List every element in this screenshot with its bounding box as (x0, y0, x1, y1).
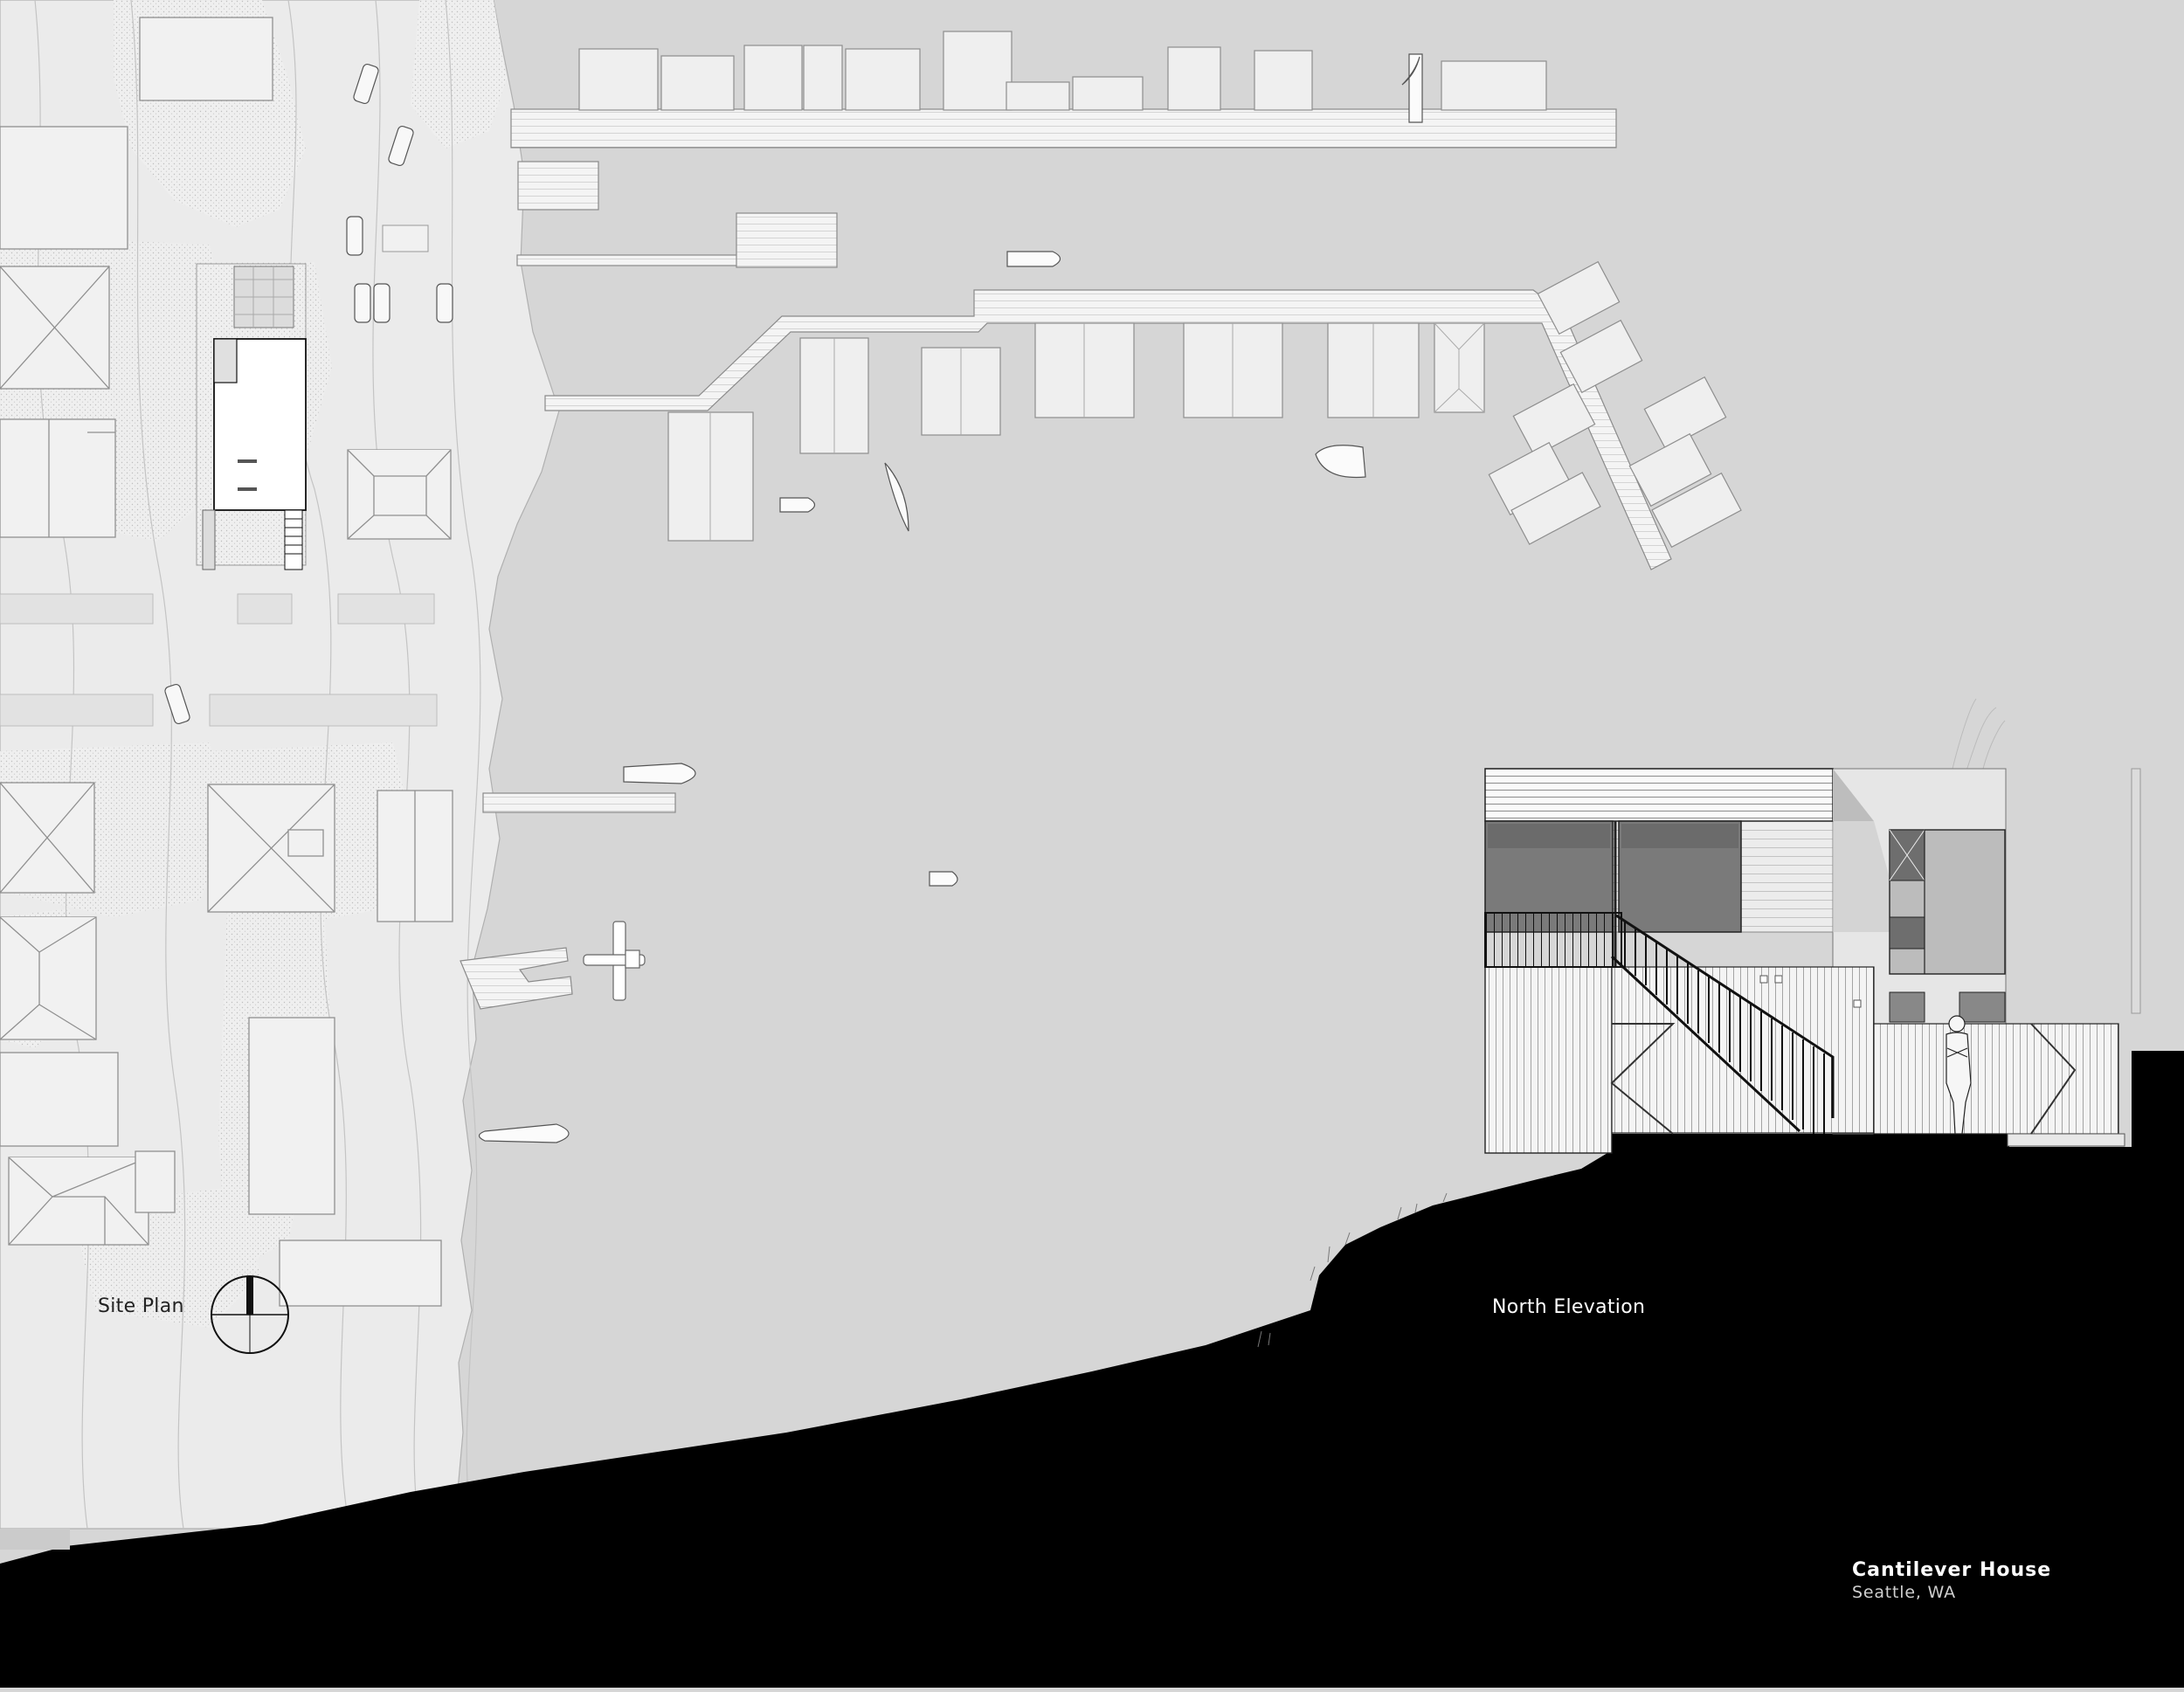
boats (478, 53, 1423, 1143)
ground-section (0, 1051, 2184, 1688)
north-elevation-building (1484, 768, 2141, 1154)
driveway-structure (382, 224, 429, 252)
seaplane (583, 921, 646, 1001)
streets (0, 593, 438, 727)
project-title: Cantilever House (1852, 1559, 2052, 1581)
north-elevation-label: North Elevation (1492, 1296, 1646, 1318)
boathouse-roof-lines (709, 322, 1485, 541)
person-icon (1946, 1015, 1972, 1135)
site-buildings (0, 17, 453, 1307)
north-arrow-icon (211, 1275, 289, 1354)
parked-cars (164, 63, 453, 725)
ground-edge (0, 1529, 70, 1550)
site-plan-cantilever-house (196, 263, 307, 570)
project-location: Seattle, WA (1852, 1583, 1956, 1602)
site-plan-label: Site Plan (98, 1295, 184, 1317)
slope-vegetation (1257, 698, 2006, 1348)
title-block: Cantilever House Seattle, WA (1852, 1559, 2051, 1602)
